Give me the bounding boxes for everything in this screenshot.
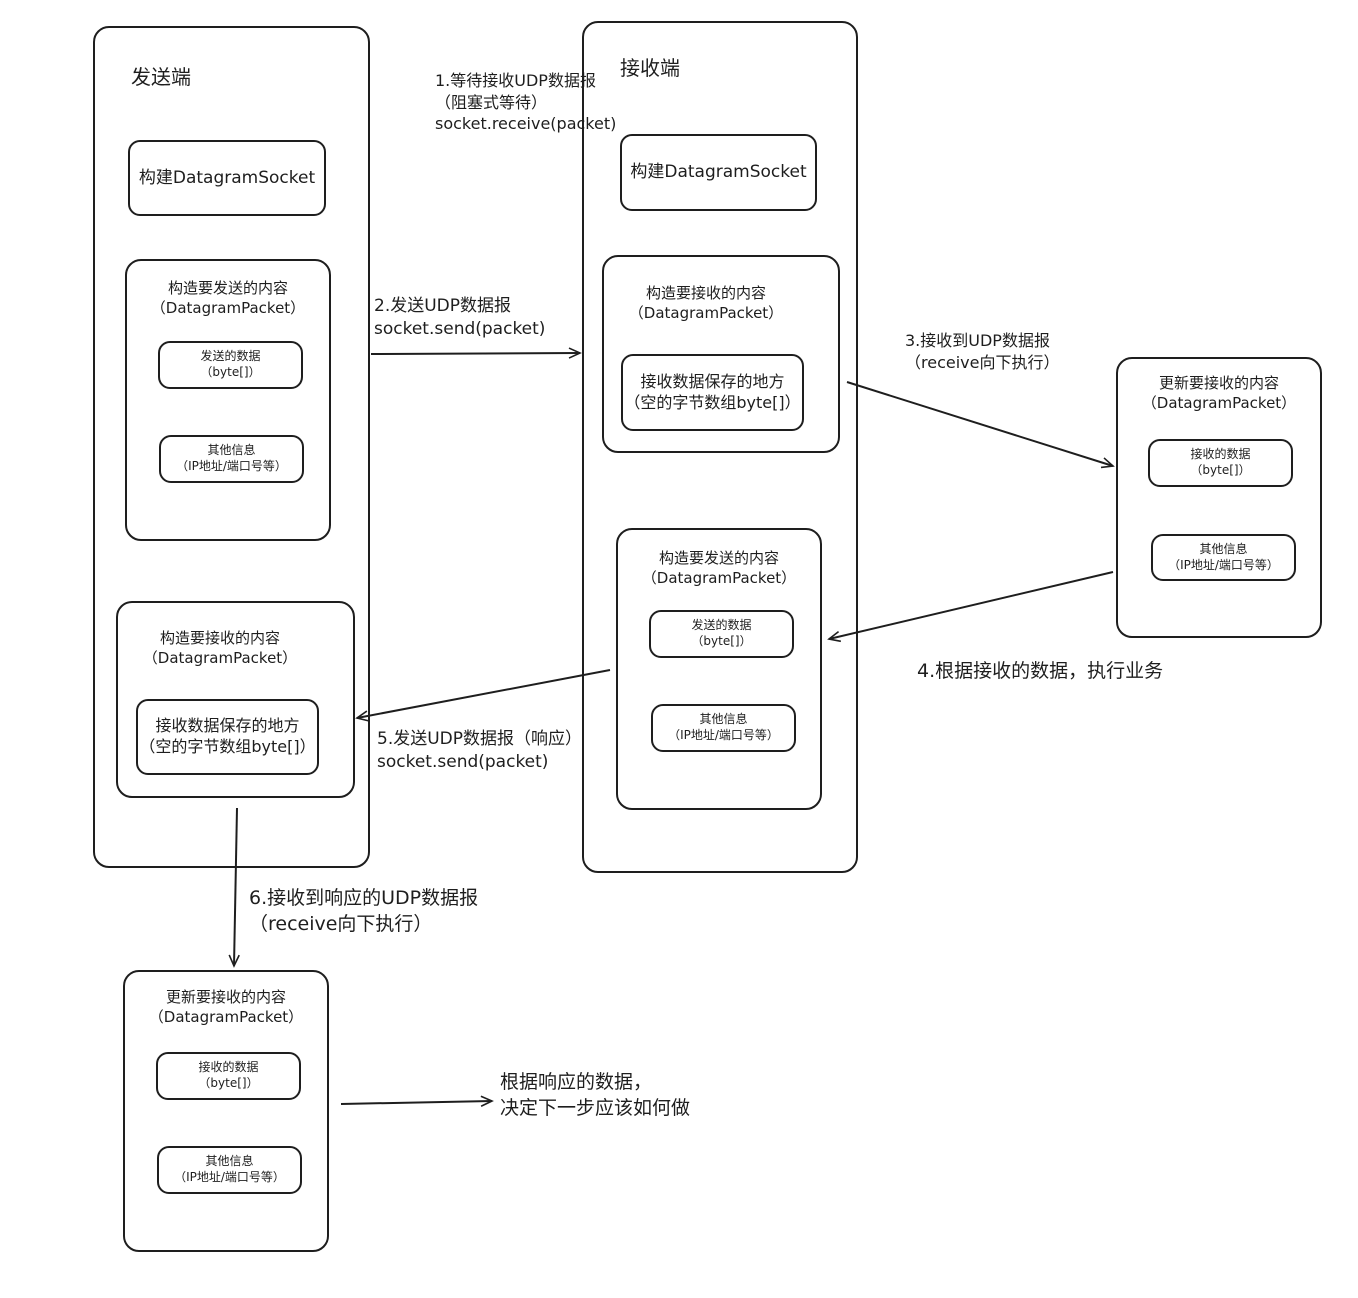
arrow-step2	[370, 347, 582, 359]
receiver-send-data-box: 发送的数据 （byte[]）	[649, 610, 794, 658]
sender-recv-packet-box	[116, 601, 355, 798]
sender-send-info-box: 其他信息 （IP地址/端口号等）	[159, 435, 304, 483]
sender-send-data-box: 发送的数据 （byte[]）	[158, 341, 303, 389]
final-step-label: 根据响应的数据， 决定下一步应该如何做	[500, 1071, 691, 1119]
sender-container	[93, 26, 370, 868]
arrow-step6	[228, 807, 240, 968]
receiver-recv-packet-title: 构造要接收的内容 （DatagramPacket）	[628, 284, 784, 323]
sender-send-packet-box	[125, 259, 331, 541]
arrow-step4	[827, 571, 1114, 643]
sender-updated-packet-box	[123, 970, 329, 1252]
receiver-build-socket-label: 构建DatagramSocket	[630, 162, 807, 183]
step1-label: 1.等待接收UDP数据报 （阻塞式等待） socket.receive(pack…	[435, 71, 617, 134]
step5-label: 5.发送UDP数据报（响应） socket.send(packet)	[377, 729, 583, 772]
sender-build-socket-label: 构建DatagramSocket	[138, 167, 316, 188]
receiver-send-info-box: 其他信息 （IP地址/端口号等）	[651, 704, 796, 752]
step3-label: 3.接收到UDP数据报 （receive向下执行）	[905, 331, 1060, 372]
receiver-recv-packet-box	[602, 255, 840, 453]
step6-label: 6.接收到响应的UDP数据报 （receive向下执行）	[249, 887, 479, 935]
receiver-send-packet-title: 构造要发送的内容 （DatagramPacket）	[641, 549, 797, 588]
sender-build-socket-box: 构建DatagramSocket	[128, 140, 326, 216]
sender-title: 发送端	[131, 65, 191, 89]
sender-updated-data-box: 接收的数据 （byte[]）	[156, 1052, 301, 1100]
sender-recv-packet-title: 构造要接收的内容 （DatagramPacket）	[142, 629, 298, 668]
step2-label: 2.发送UDP数据报 socket.send(packet)	[374, 296, 546, 339]
arrow-step5	[355, 669, 611, 722]
receiver-updated-data-box: 接收的数据 （byte[]）	[1148, 439, 1293, 487]
arrow-step3	[846, 381, 1115, 469]
step4-label: 4.根据接收的数据，执行业务	[917, 660, 1164, 682]
arrow-final	[340, 1095, 494, 1107]
receiver-recv-buffer-box: 接收数据保存的地方 （空的字节数组byte[]）	[621, 354, 804, 431]
receiver-updated-info-box: 其他信息 （IP地址/端口号等）	[1151, 534, 1296, 581]
receiver-build-socket-box: 构建DatagramSocket	[620, 134, 817, 211]
sender-updated-packet-title: 更新要接收的内容 （DatagramPacket）	[148, 988, 304, 1027]
receiver-title: 接收端	[620, 56, 680, 80]
receiver-updated-packet-box	[1116, 357, 1322, 638]
receiver-updated-packet-title: 更新要接收的内容 （DatagramPacket）	[1141, 374, 1297, 413]
receiver-container	[582, 21, 858, 873]
receiver-send-packet-box	[616, 528, 822, 810]
sender-send-packet-title: 构造要发送的内容 （DatagramPacket）	[150, 279, 306, 318]
sender-recv-buffer-box: 接收数据保存的地方 （空的字节数组byte[]）	[136, 699, 319, 775]
sender-updated-info-box: 其他信息 （IP地址/端口号等）	[157, 1146, 302, 1194]
